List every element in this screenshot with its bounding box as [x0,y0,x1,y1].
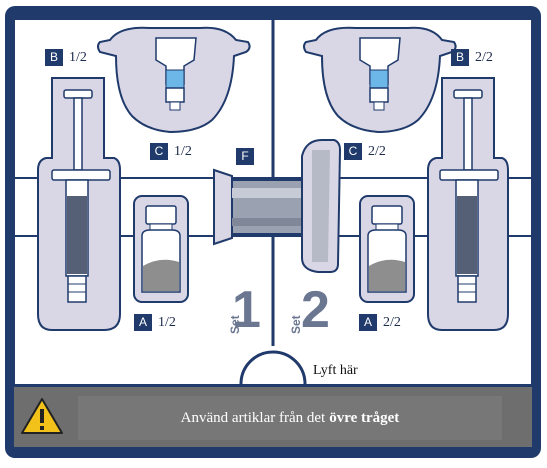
label-c-left: C 1/2 [150,143,192,160]
vial-left [133,195,189,303]
fraction-a-left: 1/2 [158,314,176,330]
warning-text: Använd artiklar från det [180,409,326,426]
label-a-right: A 2/2 [359,314,401,331]
warning-icon [21,398,63,434]
lift-here-label: Lyft här [313,363,358,378]
syringe-right [427,77,509,331]
badge-c-left: C [150,143,168,160]
badge-f: F [236,148,254,165]
label-f: F [236,148,260,165]
badge-c-right: C [344,143,362,160]
fraction-b-left: 1/2 [69,49,87,65]
syringe-left [37,77,121,331]
tray-handle[interactable] [213,139,342,273]
badge-a-right: A [359,314,377,331]
warning-text-bold: övre tråget [329,409,400,426]
badge-a-left: A [134,314,152,331]
set2-number: 2 [301,281,330,339]
label-b-left: B 1/2 [45,49,87,66]
fraction-c-left: 1/2 [174,143,192,159]
vial-adapter-right [303,26,457,134]
fraction-b-right: 2/2 [475,49,493,65]
vial-adapter-left [97,26,251,134]
label-a-left: A 1/2 [134,314,176,331]
fraction-a-right: 2/2 [383,314,401,330]
lift-notch[interactable] [239,350,307,385]
badge-b-right: B [451,49,469,66]
warning-message: Använd artiklar från det övre tråget [78,396,502,440]
set1-number: 1 [232,281,261,339]
label-b-right: B 2/2 [451,49,493,66]
vial-right [359,195,415,303]
fraction-c-right: 2/2 [368,143,386,159]
badge-b-left: B [45,49,63,66]
label-c-right: C 2/2 [344,143,386,160]
